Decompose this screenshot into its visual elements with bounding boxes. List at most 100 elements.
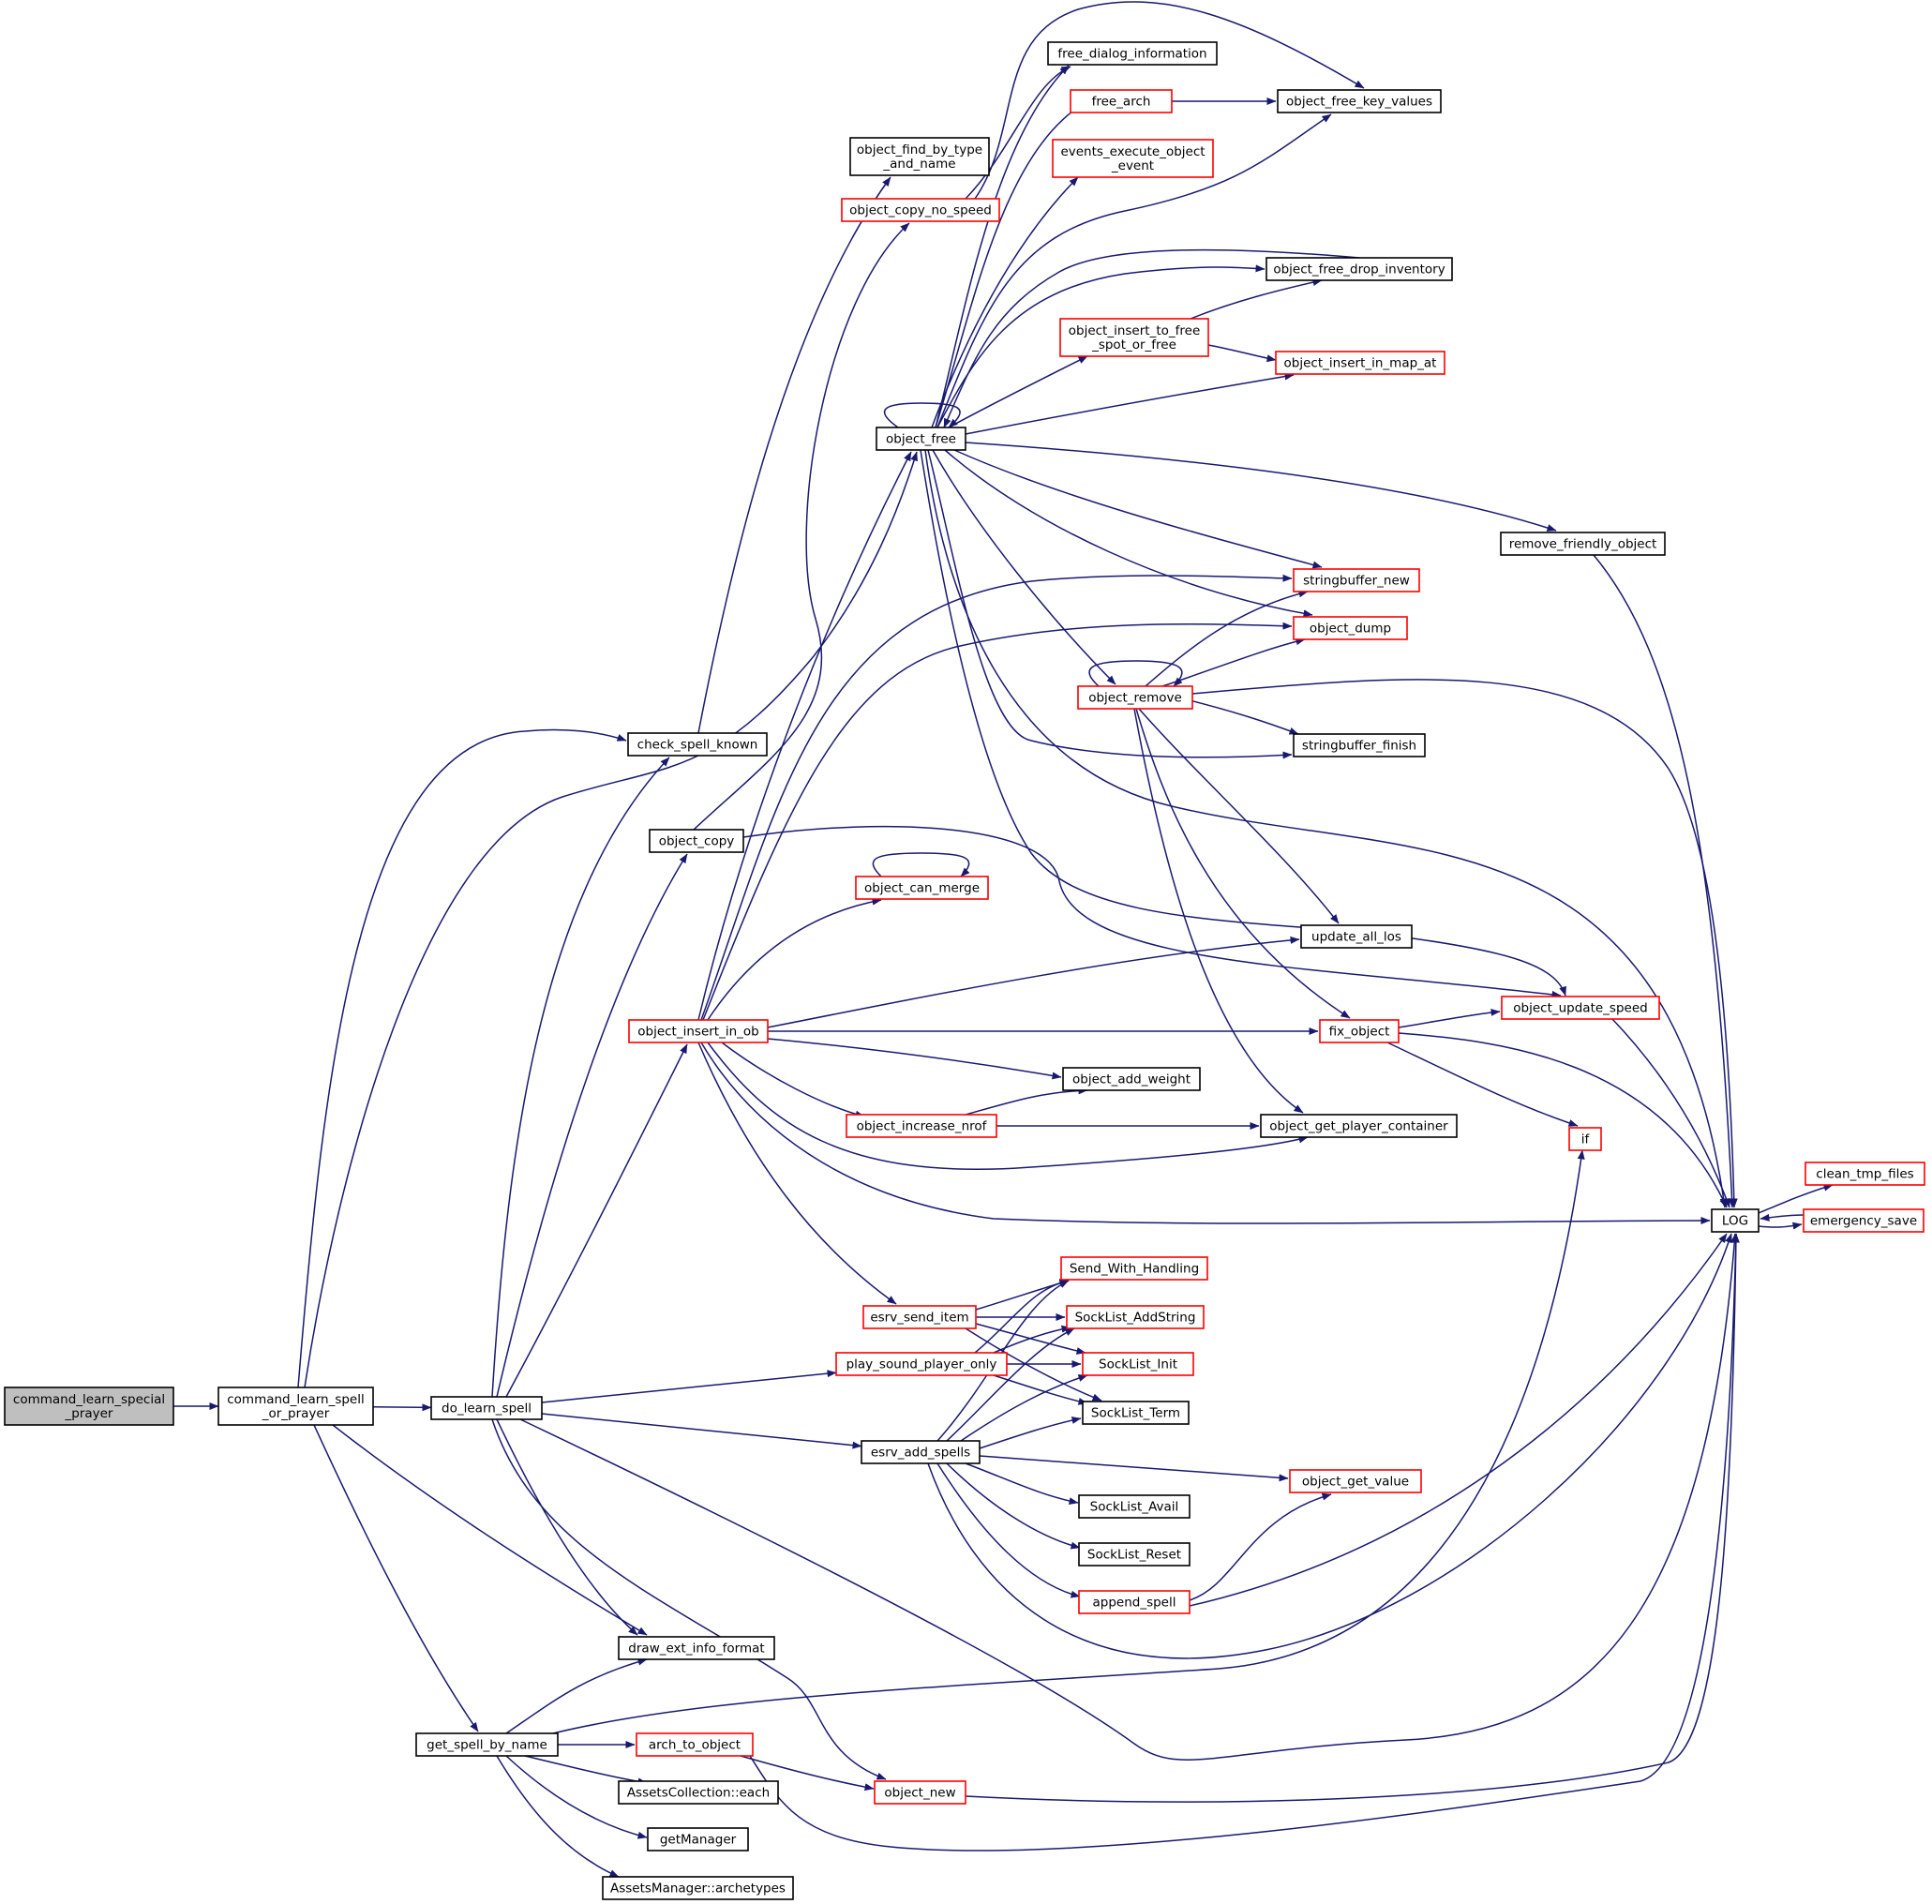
nodes-layer: command_learn_special_prayercommand_lear… — [4, 41, 1925, 1900]
node-stringbuffer_finish[interactable]: stringbuffer_finish — [1293, 733, 1426, 757]
node-label-Send_With_Handling: Send_With_Handling — [1070, 1262, 1199, 1277]
node-clean_tmp_files[interactable]: clean_tmp_files — [1805, 1162, 1925, 1186]
node-box-AssetsManager_archetypes — [602, 1876, 794, 1900]
node-box-do_learn_spell — [430, 1396, 543, 1420]
node-arch_to_object[interactable]: arch_to_object — [636, 1732, 754, 1757]
node-events_execute_object_event[interactable]: events_execute_object_event — [1052, 139, 1214, 178]
node-play_sound_player_only[interactable]: play_sound_player_only — [835, 1352, 1008, 1376]
node-object_copy_no_speed[interactable]: object_copy_no_speed — [841, 198, 1000, 222]
node-SockList_Init[interactable]: SockList_Init — [1082, 1352, 1194, 1376]
node-if[interactable]: if — [1568, 1127, 1602, 1151]
node-SockList_Term[interactable]: SockList_Term — [1082, 1401, 1190, 1425]
edge-object_insert_in_ob-to-object_dump — [702, 622, 1293, 1021]
node-label-object_free_drop_inventory: object_free_drop_inventory — [1273, 262, 1445, 277]
node-box-Send_With_Handling — [1060, 1256, 1208, 1281]
node-object_free_drop_inventory[interactable]: object_free_drop_inventory — [1266, 257, 1453, 281]
edge-do_learn_spell-to-play_sound_player_only — [541, 1370, 837, 1403]
node-draw_ext_info_format[interactable]: draw_ext_info_format — [618, 1636, 775, 1660]
edge-object_free-to-object_free — [884, 402, 961, 428]
node-object_increase_nrof[interactable]: object_increase_nrof — [846, 1114, 997, 1138]
node-emergency_save[interactable]: emergency_save — [1803, 1208, 1925, 1233]
edge-do_learn_spell-to-object_copy — [496, 853, 688, 1398]
node-SockList_Avail[interactable]: SockList_Avail — [1078, 1494, 1191, 1519]
node-box-object_copy_no_speed — [841, 198, 1000, 222]
node-remove_friendly_object[interactable]: remove_friendly_object — [1500, 532, 1666, 556]
edge-object_copy_no_speed-to-free_dialog_information — [965, 66, 1071, 200]
node-object_update_speed[interactable]: object_update_speed — [1501, 996, 1660, 1020]
edge-get_spell_by_name-to-AssetsManager_archetypes — [496, 1755, 620, 1878]
node-AssetsManager_archetypes[interactable]: AssetsManager::archetypes — [602, 1876, 794, 1900]
edge-do_learn_spell-to-LOG — [519, 1233, 1739, 1761]
node-object_dump[interactable]: object_dump — [1293, 616, 1408, 640]
node-label-object_dump: object_dump — [1310, 622, 1391, 637]
node-SockList_Reset[interactable]: SockList_Reset — [1078, 1542, 1191, 1567]
node-Send_With_Handling[interactable]: Send_With_Handling — [1060, 1256, 1208, 1281]
node-label-object_add_weight: object_add_weight — [1072, 1072, 1191, 1087]
node-object_insert_in_map_at[interactable]: object_insert_in_map_at — [1275, 351, 1445, 375]
node-append_spell[interactable]: append_spell — [1078, 1590, 1191, 1614]
node-label-SockList_Init: SockList_Init — [1099, 1357, 1177, 1372]
edge-arch_to_object-to-LOG — [749, 1233, 1740, 1852]
node-get_spell_by_name[interactable]: get_spell_by_name — [415, 1732, 559, 1757]
node-command_learn_spell_or_prayer[interactable]: command_learn_spell_or_prayer — [217, 1387, 374, 1426]
node-label-object_free_key_values: object_free_key_values — [1286, 95, 1432, 110]
node-check_spell_known[interactable]: check_spell_known — [627, 732, 768, 757]
node-object_can_merge[interactable]: object_can_merge — [855, 876, 989, 900]
node-object_new[interactable]: object_new — [874, 1780, 966, 1805]
edge-command_learn_spell_or_prayer-to-object_free — [304, 451, 919, 1388]
edge-play_sound_player_only-to-SockList_AddString — [993, 1325, 1071, 1354]
node-object_get_value[interactable]: object_get_value — [1289, 1469, 1422, 1493]
node-command_learn_special_prayer[interactable]: command_learn_special_prayer — [4, 1387, 174, 1426]
edge-esrv_add_spells-to-LOG — [927, 1233, 1732, 1659]
node-object_remove[interactable]: object_remove — [1077, 685, 1193, 710]
node-object_find_by_type_and_name[interactable]: object_find_by_type_and_name — [849, 137, 990, 176]
node-esrv_send_item[interactable]: esrv_send_item — [862, 1305, 977, 1329]
edge-object_free-to-object_insert_to_free_spot_or_free — [948, 355, 1088, 428]
edge-object_remove-to-stringbuffer_new — [1145, 590, 1309, 687]
node-AssetsCollection_each[interactable]: AssetsCollection::each — [618, 1780, 779, 1805]
node-label-command_learn_special_prayer-line1: command_learn_special — [13, 1392, 165, 1407]
node-stringbuffer_new[interactable]: stringbuffer_new — [1293, 568, 1420, 592]
node-object_free[interactable]: object_free — [876, 427, 966, 451]
edge-play_sound_player_only-to-SockList_Term — [993, 1374, 1088, 1405]
node-box-object_free_drop_inventory — [1266, 257, 1453, 281]
node-fix_object[interactable]: fix_object — [1319, 1019, 1400, 1043]
node-SockList_AddString[interactable]: SockList_AddString — [1066, 1305, 1205, 1329]
edge-emergency_save-to-LOG — [1760, 1213, 1805, 1222]
edge-fix_object-to-LOG — [1398, 1032, 1728, 1208]
node-label-esrv_send_item: esrv_send_item — [870, 1311, 968, 1326]
node-esrv_add_spells[interactable]: esrv_add_spells — [861, 1440, 981, 1464]
node-box-SockList_AddString — [1066, 1305, 1205, 1329]
node-object_insert_in_ob[interactable]: object_insert_in_ob — [628, 1019, 769, 1043]
node-label-AssetsManager_archetypes: AssetsManager::archetypes — [610, 1882, 786, 1897]
node-getManager[interactable]: getManager — [647, 1827, 749, 1852]
node-free_dialog_information[interactable]: free_dialog_information — [1047, 41, 1218, 66]
node-label-object_can_merge: object_can_merge — [864, 881, 980, 896]
node-box-SockList_Reset — [1078, 1542, 1191, 1567]
edge-object_remove-to-LOG — [1191, 679, 1738, 1208]
edge-command_learn_spell_or_prayer-to-get_spell_by_name — [313, 1424, 479, 1732]
edge-object_insert_in_ob-to-object_get_player_container — [707, 1042, 1309, 1171]
edges-layer — [173, 1, 1834, 1878]
edge-object_free_drop_inventory-to-object_free — [943, 248, 1360, 428]
node-label-object_new: object_new — [884, 1786, 955, 1801]
edge-object_update_speed-to-LOG — [1611, 1018, 1730, 1208]
node-label-free_arch: free_arch — [1092, 95, 1151, 110]
node-update_all_los[interactable]: update_all_los — [1300, 924, 1413, 949]
node-object_free_key_values[interactable]: object_free_key_values — [1277, 89, 1442, 113]
edge-get_spell_by_name-to-AssetsCollection_each — [524, 1755, 648, 1786]
edge-do_learn_spell-to-object_insert_in_ob — [505, 1043, 688, 1398]
node-object_get_player_container[interactable]: object_get_player_container — [1260, 1114, 1458, 1138]
edge-arch_to_object-to-object_new — [740, 1755, 875, 1792]
node-label-emergency_save: emergency_save — [1810, 1214, 1917, 1229]
node-label-AssetsCollection_each: AssetsCollection::each — [627, 1786, 770, 1801]
node-object_add_weight[interactable]: object_add_weight — [1062, 1067, 1201, 1091]
node-free_arch[interactable]: free_arch — [1070, 89, 1173, 113]
node-LOG[interactable]: LOG — [1711, 1208, 1760, 1233]
node-object_insert_to_free_spot_or_free[interactable]: object_insert_to_free_spot_or_free — [1059, 318, 1209, 357]
node-label-esrv_add_spells: esrv_add_spells — [871, 1446, 970, 1461]
edge-object_insert_in_ob-to-object_increase_nrof — [721, 1042, 865, 1118]
node-object_copy[interactable]: object_copy — [649, 829, 744, 853]
node-do_learn_spell[interactable]: do_learn_spell — [430, 1396, 543, 1420]
node-box-object_add_weight — [1062, 1067, 1201, 1091]
